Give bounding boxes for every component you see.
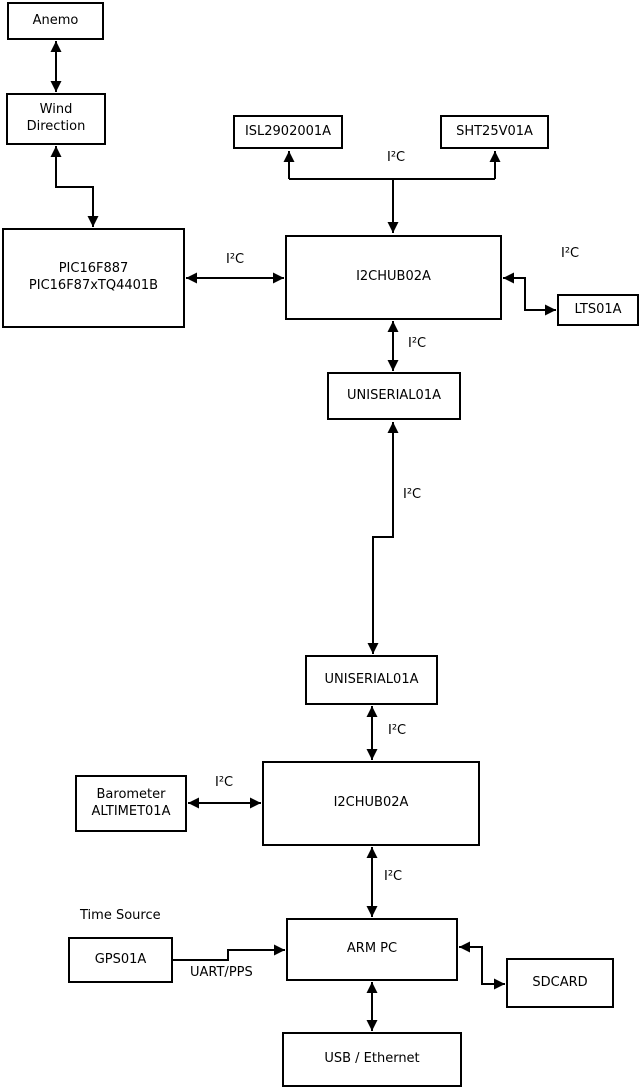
node-isl2902001a-label: ISL2902001A (244, 123, 332, 139)
node-sdcard-label: SDCARD (532, 974, 588, 990)
node-barometer-altimet01a: Barometer ALTIMET01A (75, 775, 187, 832)
node-pic16f887: PIC16F887 PIC16F87xTQ4401B (2, 228, 185, 328)
node-barometer-altimet01a-label: Barometer ALTIMET01A (91, 786, 171, 819)
edge-gps-armpc (173, 944, 285, 961)
edge-armpc-sdcard (459, 941, 505, 990)
edge-label-i2c-hub-serial: I²C (408, 336, 427, 351)
node-lts01a: LTS01A (557, 294, 639, 326)
node-i2chub02a-bottom: I2CHUB02A (262, 761, 480, 846)
node-uniserial01a-bottom: UNISERIAL01A (305, 655, 438, 705)
node-arm-pc-label: ARM PC (346, 941, 398, 957)
node-pic16f887-label: PIC16F887 PIC16F87xTQ4401B (28, 261, 159, 293)
node-wind-direction-label: Wind Direction (26, 102, 86, 134)
node-gps01a-label: GPS01A (94, 951, 147, 967)
edge-uniserial-top-uniserial-bottom (367, 422, 399, 654)
node-wind-direction: Wind Direction (6, 93, 106, 145)
edge-i2chub-top-lts (503, 272, 556, 316)
node-usb-ethernet: USB / Ethernet (282, 1032, 462, 1087)
edge-label-i2c-hub2-arm: I²C (384, 869, 403, 884)
node-anemo: Anemo (7, 2, 104, 40)
node-sht25v01a-label: SHT25V01A (456, 123, 533, 139)
node-anemo-label: Anemo (32, 12, 79, 28)
node-usb-ethernet-label: USB / Ethernet (324, 1051, 420, 1067)
edge-label-i2c-pic-hub: I²C (226, 252, 245, 267)
edge-label-uart-pps: UART/PPS (190, 965, 253, 980)
edge-label-i2c-serial-serial: I²C (403, 487, 422, 502)
node-uniserial01a-bottom-label: UNISERIAL01A (324, 671, 419, 687)
edge-label-i2c-top-bus: I²C (387, 150, 406, 165)
node-sdcard: SDCARD (506, 958, 614, 1008)
node-i2chub02a-top-label: I2CHUB02A (356, 269, 431, 285)
edge-winddirection-pic (50, 146, 99, 227)
edge-label-i2c-serial-hub2: I²C (388, 723, 407, 738)
edge-label-i2c-baro-hub2: I²C (215, 775, 234, 790)
edge-label-time-source: Time Source (80, 908, 161, 923)
edge-label-i2c-hub-lts: I²C (561, 246, 580, 261)
node-i2chub02a-bottom-label: I2CHUB02A (333, 795, 409, 811)
node-sht25v01a: SHT25V01A (440, 115, 549, 149)
node-arm-pc: ARM PC (286, 918, 458, 981)
node-uniserial01a-top-label: UNISERIAL01A (347, 387, 441, 403)
node-gps01a: GPS01A (68, 937, 173, 983)
node-i2chub02a-top: I2CHUB02A (285, 235, 502, 320)
node-isl2902001a: ISL2902001A (233, 115, 343, 149)
node-uniserial01a-top: UNISERIAL01A (327, 372, 461, 420)
node-lts01a-label: LTS01A (574, 301, 622, 317)
